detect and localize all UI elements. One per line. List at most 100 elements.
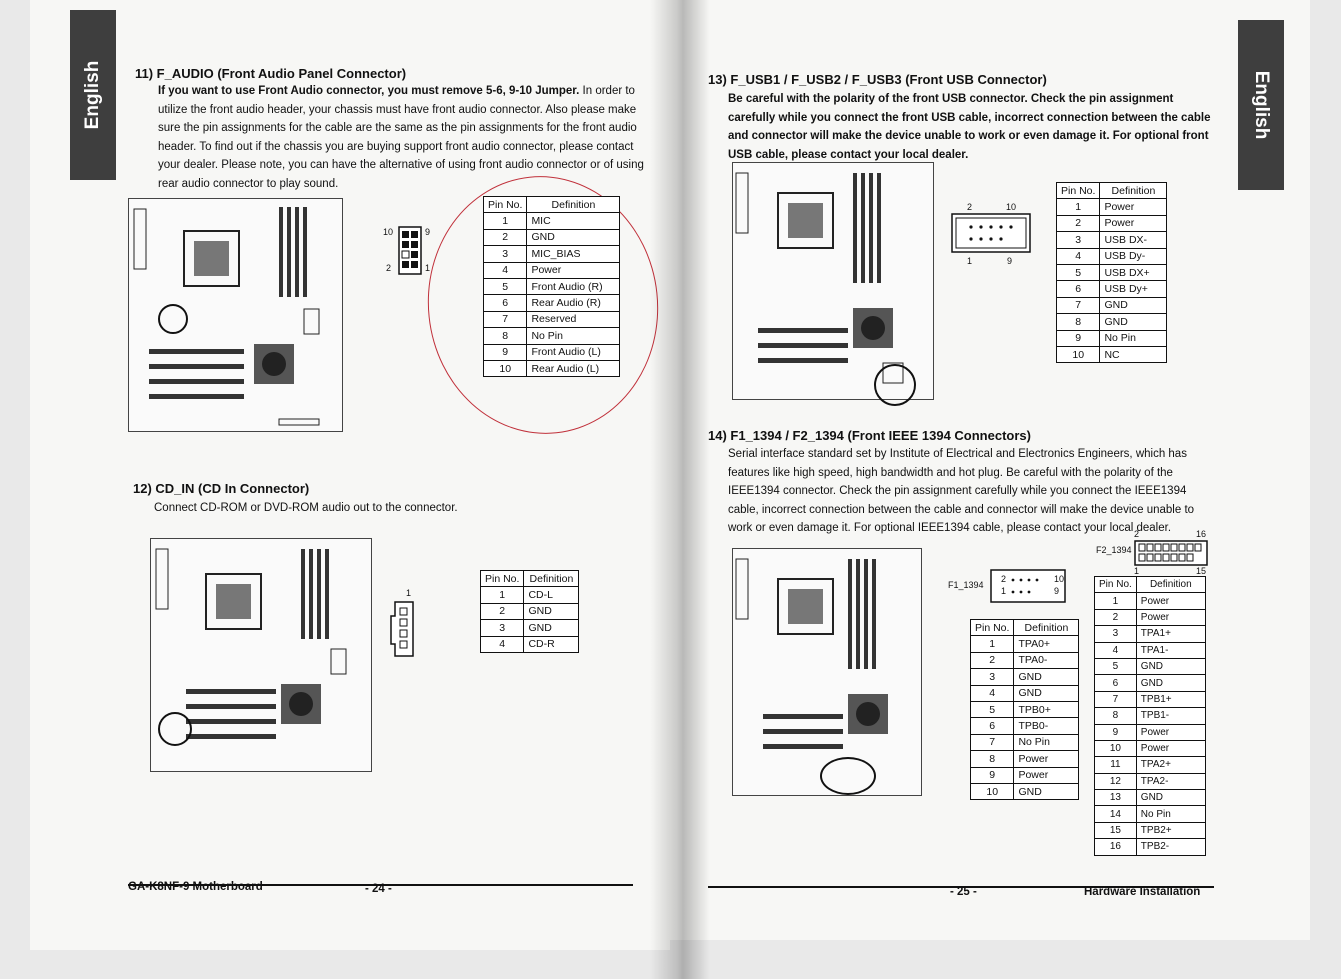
pin-number-cell: 6: [1055, 280, 1101, 298]
cdin-header-marker: [158, 712, 192, 746]
table-header-definition: Definition: [1013, 618, 1080, 637]
pin-number-cell: 1: [1094, 592, 1137, 610]
pin-number-cell: 10: [482, 359, 528, 378]
pin-definition-cell: TPB2-: [1135, 838, 1206, 856]
table-header-pin: Pin No.: [1055, 181, 1101, 200]
f2-pin-label-15: 15: [1196, 566, 1207, 576]
pin-number-cell: 5: [1055, 263, 1101, 282]
pin-definition-cell: CD-R: [523, 635, 580, 653]
section-11-body: In order to utilize the front audio head…: [158, 85, 644, 190]
pin-number-cell: 14: [1094, 805, 1137, 823]
language-tab-right: English: [1238, 20, 1284, 190]
pin-definition-cell: USB Dy-: [1099, 247, 1168, 265]
pin-definition-cell: MIC: [526, 212, 621, 230]
pin-number-cell: 3: [479, 619, 525, 637]
pin-definition-cell: GND: [523, 619, 580, 637]
pin-number-cell: 1: [969, 635, 1015, 653]
pin-definition-cell: GND: [1099, 313, 1168, 331]
f1-pin-label-1: 1: [1001, 586, 1007, 596]
pin-number-cell: 3: [1055, 231, 1101, 249]
cdin-pin-label-1: 1: [406, 588, 412, 598]
pin-definition-cell: USB DX-: [1099, 231, 1168, 249]
pin-definition-cell: GND: [523, 602, 580, 621]
pin-number-cell: 5: [482, 277, 528, 296]
pin-number-cell: 4: [482, 261, 528, 279]
section-11-title: 11) F_AUDIO (Front Audio Panel Connector…: [135, 66, 407, 81]
pin-number-cell: 1: [1055, 198, 1101, 216]
language-tab-label: English: [1251, 70, 1272, 140]
pin-number-cell: 10: [1055, 345, 1101, 364]
pin-definition-cell: NC: [1099, 345, 1168, 364]
pin-definition-cell: GND: [526, 228, 621, 247]
f2-pin-label-1: 1: [1134, 566, 1140, 576]
pin-definition-cell: TPB2+: [1135, 821, 1206, 840]
f1-pin-label-9: 9: [1054, 586, 1060, 596]
pin-definition-cell: USB DX+: [1099, 263, 1168, 282]
language-tab-label: English: [82, 60, 103, 130]
pin-definition-cell: Rear Audio (R): [526, 294, 621, 312]
usb-header-pinout: [951, 213, 1031, 253]
pin-number-cell: 7: [1055, 296, 1101, 315]
pin-number-cell: 16: [1094, 838, 1137, 856]
motherboard-diagram-usb: [732, 162, 934, 400]
motherboard-outline: [735, 172, 904, 384]
pin-definition-cell: Power: [1135, 723, 1206, 741]
footer-rule-right: [708, 886, 1214, 888]
motherboard-outline: [155, 548, 347, 739]
f1-pin-label-2: 2: [1001, 574, 1007, 584]
pin-definition-cell: GND: [1135, 789, 1206, 807]
f1-pin-label-10: 10: [1054, 574, 1065, 584]
pin-number-cell: 2: [969, 651, 1015, 670]
pin-number-cell: 1: [482, 212, 528, 230]
pin-definition-cell: No Pin: [1013, 733, 1080, 752]
pin-number-cell: 5: [969, 700, 1015, 719]
audio-pin-label-10: 10: [383, 227, 394, 237]
pin-definition-cell: MIC_BIAS: [526, 245, 621, 263]
pin-definition-cell: GND: [1013, 668, 1080, 686]
table-header-definition: Definition: [523, 569, 580, 588]
pin-definition-cell: TPB0-: [1013, 717, 1080, 735]
pin-number-cell: 1: [479, 586, 525, 604]
footer-section-name: Hardware Installation: [1084, 886, 1201, 898]
pin-definition-cell: Power: [1099, 214, 1168, 233]
usb-pin-label-2: 2: [967, 202, 973, 212]
pin-definition-cell: No Pin: [526, 327, 621, 345]
footer-model: GA-K8NF-9 Motherboard: [128, 881, 263, 893]
pin-number-cell: 11: [1094, 756, 1137, 774]
pin-definition-cell: CD-L: [523, 586, 580, 604]
pin-number-cell: 2: [1055, 214, 1101, 233]
table-header-pin: Pin No.: [1094, 575, 1137, 594]
section-12-title: 12) CD_IN (CD In Connector): [133, 481, 310, 496]
pin-definition-cell: Power: [1099, 198, 1168, 216]
section-11-warning: If you want to use Front Audio connector…: [158, 85, 580, 97]
pin-number-cell: 6: [1094, 674, 1137, 692]
